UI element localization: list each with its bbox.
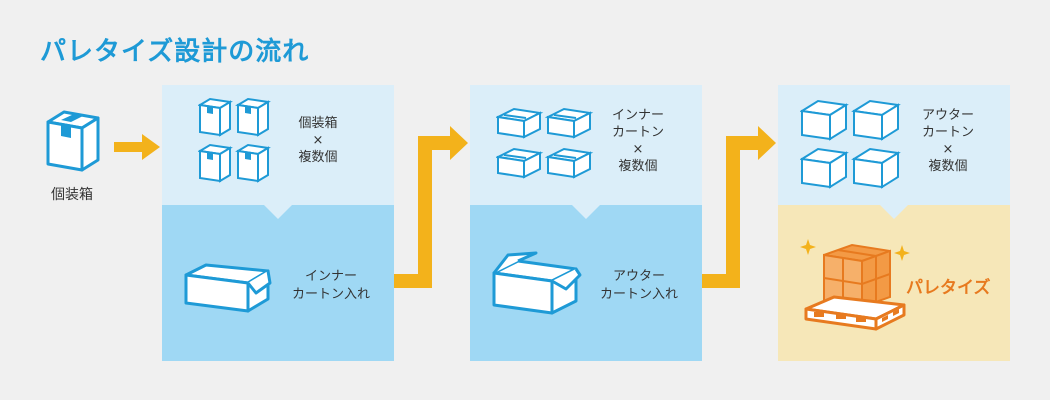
panel-2-top-line-4: 複数個 <box>618 159 658 174</box>
notch-icon <box>572 205 600 219</box>
panel-2-top-line-2: カートン <box>611 125 664 140</box>
panel-2-bottom-line-2: カートン入れ <box>599 287 678 302</box>
pallet-icon <box>800 239 910 331</box>
arrow-right-icon <box>114 134 160 160</box>
step-panel-1: 個装箱 × 複数個 インナー カートン入れ <box>162 85 394 361</box>
individual-boxes-icon <box>198 97 269 182</box>
panel-1-bottom-line-2: カートン入れ <box>291 287 370 302</box>
panel-top <box>470 85 702 205</box>
panel-1-top-line-3: 複数個 <box>298 150 338 165</box>
notch-icon <box>264 205 292 219</box>
outer-open-carton-icon <box>492 251 582 315</box>
notch-icon <box>880 205 908 219</box>
panel-2-top-line-1: インナー <box>611 108 664 123</box>
panel-top <box>162 85 394 205</box>
panel-2-bottom-line-1: アウター <box>612 269 665 284</box>
inner-cartons-icon <box>496 107 591 178</box>
start-label: 個装箱 <box>51 187 93 203</box>
step-panel-3: アウター カートン × 複数個 パレタイズ <box>778 85 1010 361</box>
panel-3-top-line-4: 複数個 <box>928 159 968 174</box>
panel-3-top-line-2: カートン <box>921 125 974 140</box>
individual-box-icon <box>46 110 100 172</box>
arrow-up-right-icon <box>394 126 468 288</box>
panel-bottom <box>778 205 1010 361</box>
palletize-label: パレタイズ <box>906 278 991 298</box>
panel-1-top-line-2: × <box>312 133 324 148</box>
panel-3-top-line-1: アウター <box>921 108 974 123</box>
panel-1-bottom-line-1: インナー <box>304 269 357 284</box>
panel-2-top-line-3: × <box>632 142 644 157</box>
step-panel-2: インナー カートン × 複数個 アウター カートン入れ <box>470 85 702 361</box>
panel-3-top-line-3: × <box>942 142 954 157</box>
outer-cartons-icon <box>800 99 899 188</box>
open-carton-icon <box>184 263 272 313</box>
page-title: パレタイズ設計の流れ <box>40 37 310 67</box>
panel-1-top-line-1: 個装箱 <box>298 116 338 131</box>
arrow-up-right-icon <box>702 126 776 288</box>
